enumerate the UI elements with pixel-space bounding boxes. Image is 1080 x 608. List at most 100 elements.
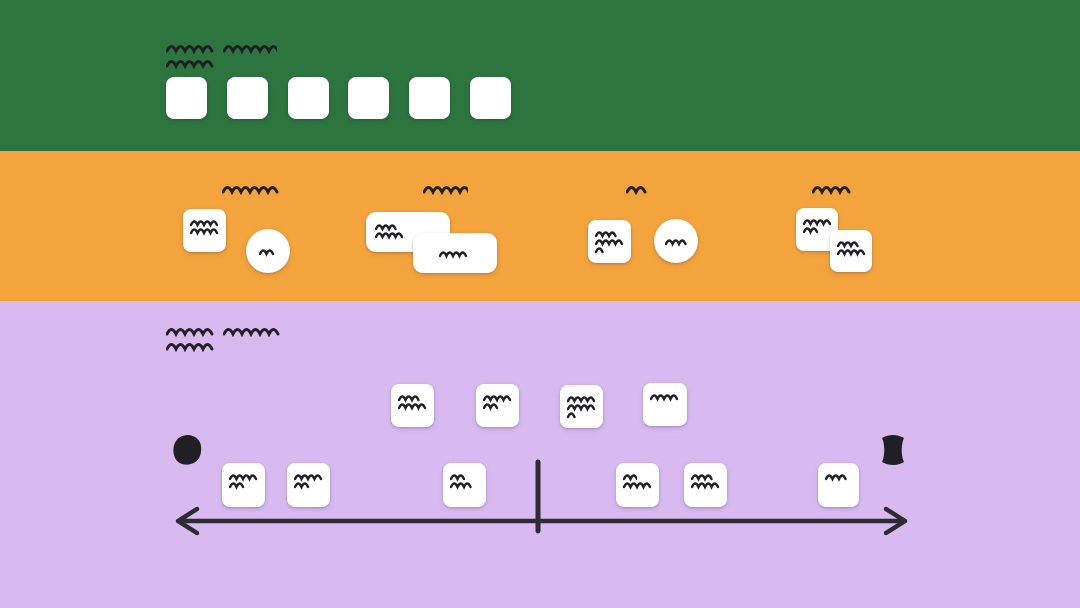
scribble-ink [166, 45, 214, 54]
scribble-ink [398, 403, 427, 411]
scribble-heading[interactable] [812, 181, 855, 196]
note-content [375, 220, 405, 240]
scribble-ink [450, 474, 466, 482]
scribble-path [567, 396, 595, 404]
sticky-note[interactable] [470, 77, 511, 119]
scribble-path [837, 241, 859, 249]
sticky-note[interactable] [166, 77, 207, 119]
scribble-path [223, 328, 280, 337]
card-note[interactable] [413, 233, 497, 273]
scribble-ink [567, 412, 576, 419]
scribble-path [825, 474, 847, 482]
scribble-path [812, 186, 851, 195]
scribble-ink [223, 45, 277, 54]
scribble-path [623, 474, 637, 482]
scribble-path [665, 239, 687, 247]
note-content [623, 470, 651, 490]
scribble-path [398, 403, 427, 411]
scribble-ink [812, 186, 851, 195]
scribble-ink [294, 474, 323, 482]
scribble-path [258, 249, 274, 257]
scribble-ink [222, 186, 279, 195]
note-content [595, 227, 627, 255]
blob-marker[interactable] [172, 434, 202, 466]
scribble-ink [166, 60, 214, 69]
scribble-ink [398, 395, 420, 403]
scribble-path [595, 239, 624, 247]
note-content [837, 237, 867, 257]
scribble-path [623, 482, 651, 490]
scribble-ink [803, 219, 832, 227]
scribble-path [423, 186, 468, 195]
sticky-note[interactable] [830, 230, 872, 272]
sticky-note[interactable] [183, 209, 226, 252]
scribble-path [483, 395, 512, 403]
scribble-path [375, 224, 397, 232]
note-content [450, 470, 476, 490]
scribble-ink [837, 241, 859, 249]
scribble-path [483, 403, 499, 411]
scribble-heading[interactable] [166, 323, 281, 353]
sticky-note[interactable] [560, 385, 603, 428]
scribble-ink [439, 251, 468, 259]
sticky-note[interactable] [222, 463, 265, 507]
scribble-ink [483, 403, 499, 411]
sticky-note[interactable] [818, 463, 859, 507]
scribble-ink [595, 231, 617, 239]
scribble-path [223, 45, 277, 54]
sticky-note[interactable] [409, 77, 450, 119]
note-content [825, 470, 851, 482]
scribble-ink [166, 343, 214, 352]
sticky-note[interactable] [391, 384, 434, 427]
scribble-path [229, 482, 245, 490]
scribble-path [691, 474, 713, 482]
scribble-path [567, 412, 576, 419]
sticky-note[interactable] [348, 77, 389, 119]
scribble-ink [837, 249, 866, 257]
scribble-path [691, 482, 720, 490]
note-content [567, 392, 599, 420]
sticky-note[interactable] [288, 77, 329, 119]
scribble-path [439, 251, 468, 259]
sticky-note[interactable] [476, 384, 519, 427]
scribble-path [166, 60, 214, 69]
scribble-path [375, 232, 404, 240]
circle-shape[interactable] [654, 219, 698, 263]
sticky-note[interactable] [287, 463, 330, 507]
note-content [650, 390, 678, 402]
note-content [229, 470, 261, 490]
scribble-ink [623, 482, 651, 490]
circle-shape[interactable] [246, 229, 290, 273]
scribble-heading[interactable] [166, 40, 277, 70]
scribble-ink [258, 249, 274, 257]
sticky-note[interactable] [643, 383, 687, 426]
scribble-path [166, 45, 214, 54]
sticky-note[interactable] [616, 463, 659, 507]
frame-orange[interactable] [0, 151, 1080, 301]
scribble-path [222, 186, 279, 195]
scribble-heading[interactable] [423, 181, 468, 196]
pinched-marker[interactable] [880, 434, 906, 466]
sticky-note[interactable] [443, 463, 486, 507]
frame-green[interactable] [0, 0, 1080, 151]
frame-purple[interactable] [0, 301, 1080, 608]
note-content [294, 470, 326, 490]
note-content [439, 247, 469, 259]
sticky-note[interactable] [684, 463, 727, 507]
scribble-ink [567, 404, 596, 412]
scribble-path [190, 220, 218, 228]
scribble-heading[interactable] [626, 181, 651, 196]
marker-fill [173, 435, 202, 465]
note-content [483, 391, 515, 411]
sticky-note[interactable] [227, 77, 268, 119]
scribble-path [294, 474, 323, 482]
note-content [665, 235, 687, 247]
scribble-ink [567, 396, 595, 404]
scribble-ink [294, 482, 310, 490]
scribble-ink [423, 186, 468, 195]
blob-marker-icon [173, 435, 202, 465]
scribble-heading[interactable] [222, 181, 280, 196]
sticky-note[interactable] [588, 220, 631, 263]
scribble-ink [166, 328, 214, 337]
